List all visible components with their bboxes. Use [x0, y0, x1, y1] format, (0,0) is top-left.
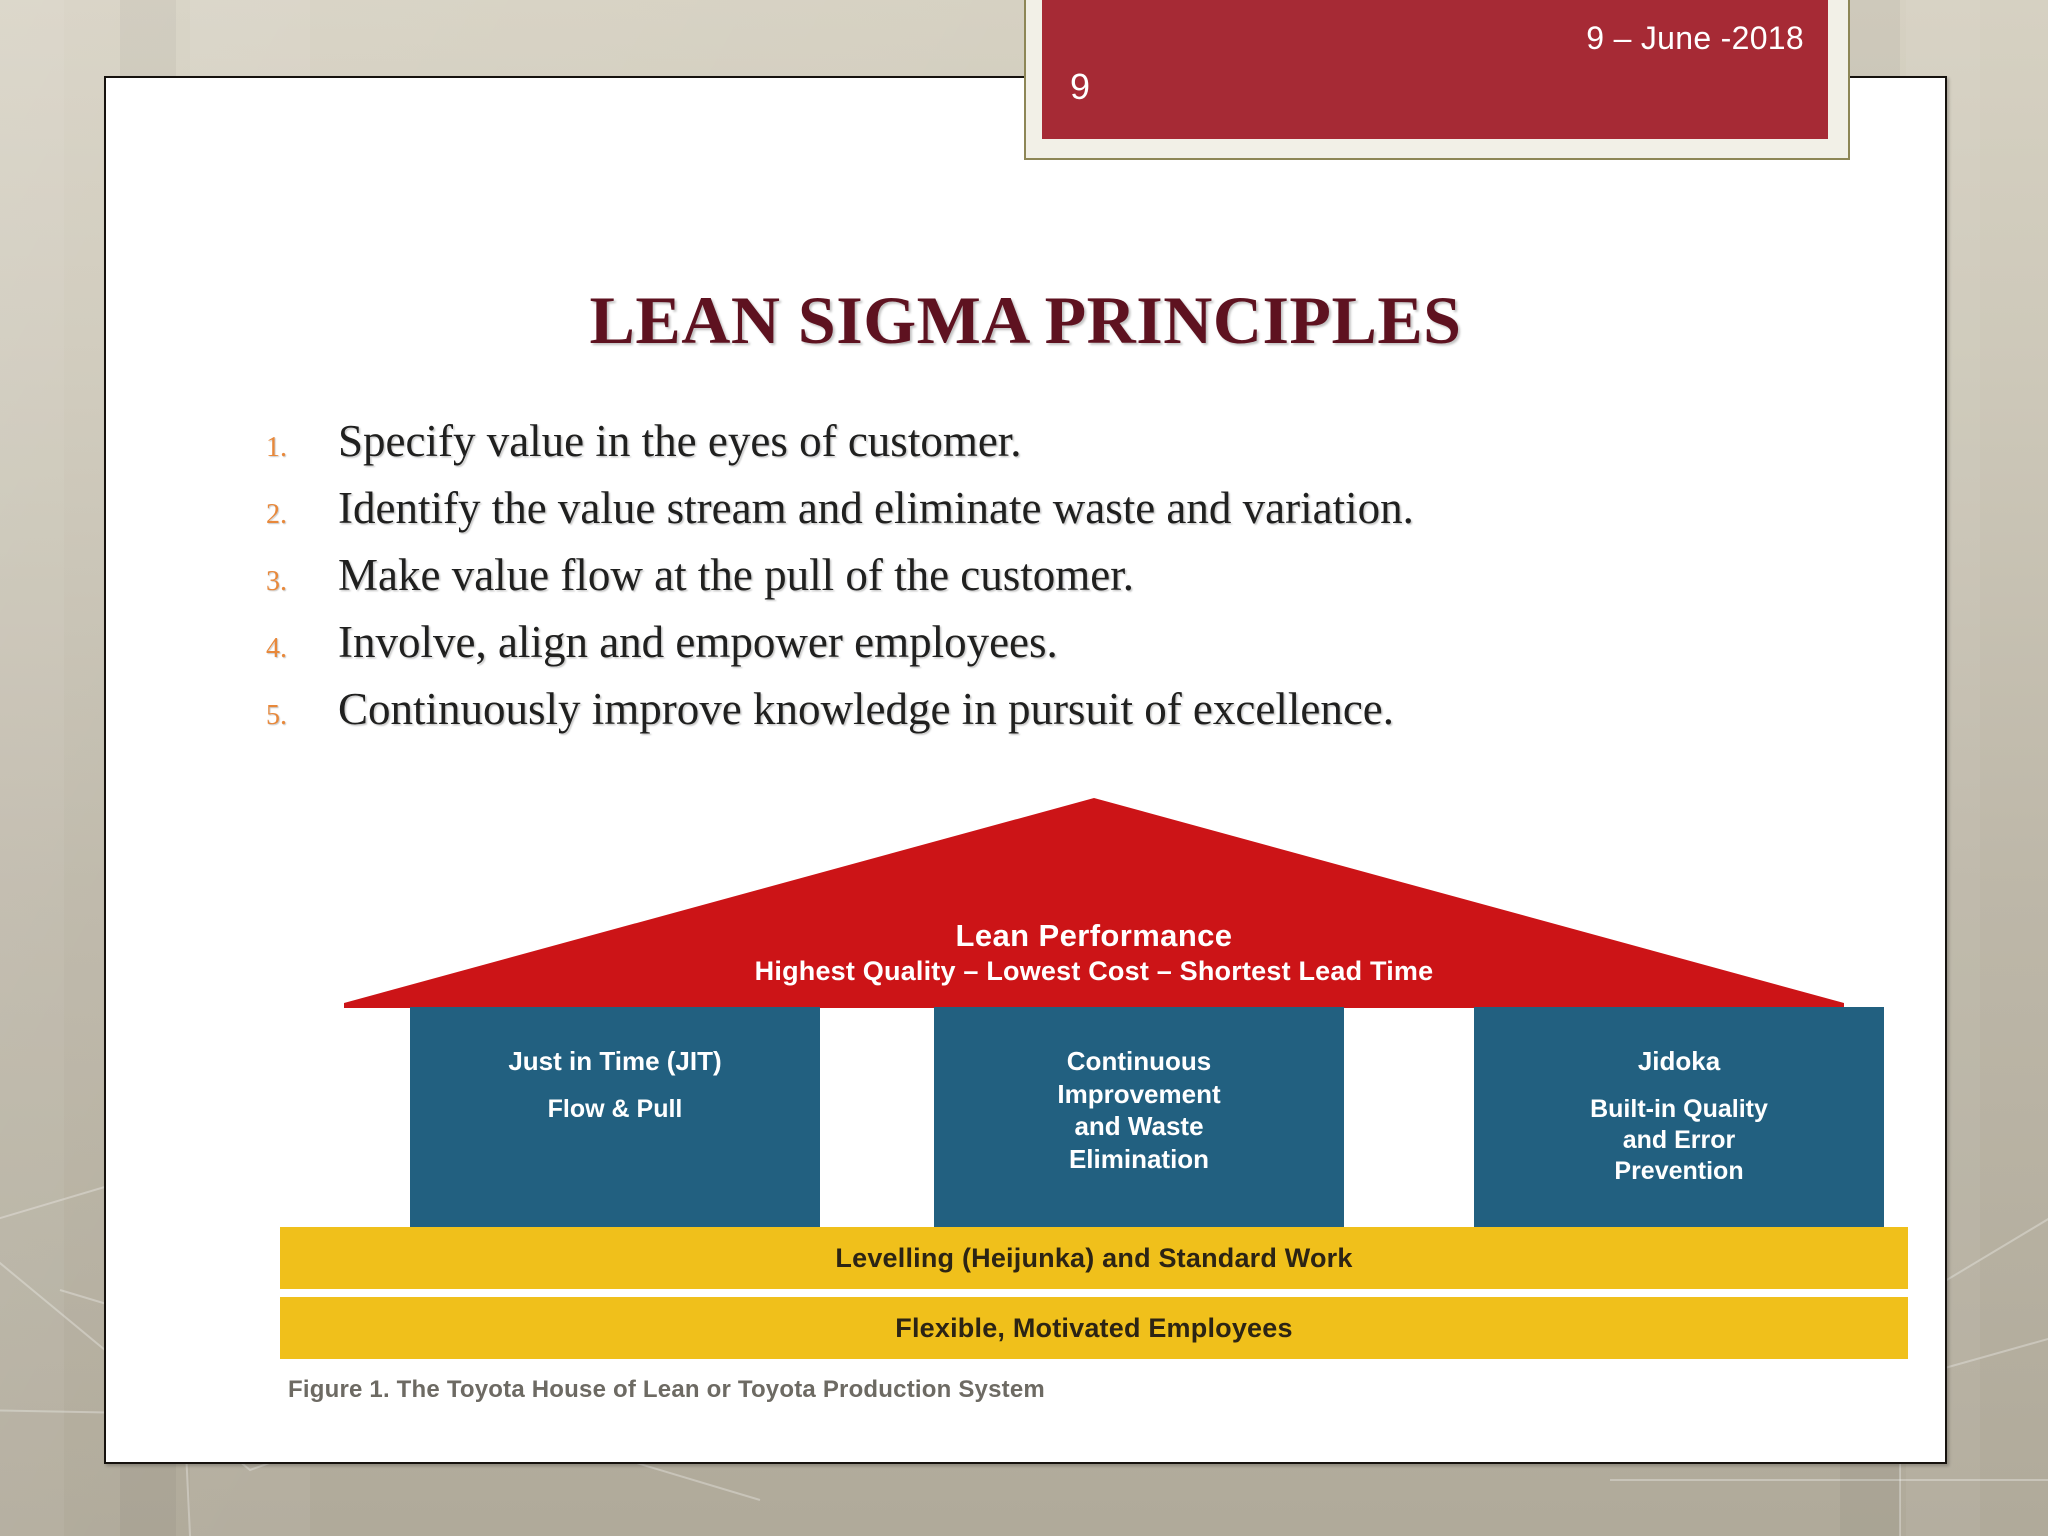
pillar-heading-line: Improvement	[1057, 1078, 1221, 1109]
presentation-date: 9 – June -2018	[1586, 20, 1804, 56]
list-item-label: Continuously improve knowledge in pursui…	[338, 684, 1395, 734]
slide-title: LEAN SIGMA PRINCIPLES	[589, 282, 1462, 358]
list-item: 2. Identify the value stream and elimina…	[266, 482, 1766, 549]
list-item: 1. Specify value in the eyes of customer…	[266, 415, 1766, 482]
pillar-heading: Continuous Improvement and Waste Elimina…	[934, 1045, 1344, 1175]
list-item-number: 4.	[266, 633, 287, 664]
pillar-subtext: Flow & Pull	[547, 1094, 683, 1123]
slide-canvas: LEAN SIGMA PRINCIPLES 1. Specify value i…	[104, 76, 1947, 1464]
pillar-just-in-time: Just in Time (JIT) Flow & Pull	[410, 1007, 820, 1227]
list-item-label: Make value flow at the pull of the custo…	[338, 550, 1135, 600]
list-item-number: 1.	[266, 432, 287, 463]
pillar-heading: Just in Time (JIT)	[508, 1046, 722, 1076]
principles-list: 1. Specify value in the eyes of customer…	[266, 415, 1766, 750]
foundation-levelling: Levelling (Heijunka) and Standard Work	[280, 1227, 1908, 1289]
toyota-house-figure: Lean Performance Highest Quality – Lowes…	[234, 798, 1954, 1458]
list-item: 3. Make value flow at the pull of the cu…	[266, 549, 1766, 616]
slide-number: 9	[1070, 66, 1091, 107]
pillar-heading: Jidoka	[1637, 1046, 1721, 1076]
foundation-employees: Flexible, Motivated Employees	[280, 1297, 1908, 1359]
list-item-number: 3.	[266, 566, 287, 597]
pillar-heading-line: Elimination	[1068, 1143, 1210, 1174]
list-item-label: Involve, align and empower employees.	[338, 617, 1058, 667]
pillar-subtext-line: Prevention	[1614, 1157, 1744, 1185]
list-item-label: Specify value in the eyes of customer.	[338, 416, 1022, 466]
list-item: 4. Involve, align and empower employees.	[266, 616, 1766, 683]
list-item: 5. Continuously improve knowledge in pur…	[266, 683, 1766, 750]
header-banner: 9 9 – June -2018	[1042, 0, 1828, 139]
pillar-heading-line: Continuous	[1066, 1046, 1212, 1076]
list-item-number: 2.	[266, 499, 287, 530]
list-item-number: 5.	[266, 700, 287, 731]
pillar-subtext-line: Built-in Quality	[1590, 1094, 1768, 1123]
pillar-continuous-improvement: Continuous Improvement and Waste Elimina…	[934, 1007, 1344, 1227]
pillar-jidoka: Jidoka Built-in Quality and Error Preven…	[1474, 1007, 1884, 1227]
figure-caption: Figure 1. The Toyota House of Lean or To…	[288, 1376, 1045, 1403]
pillar-heading-line: and Waste	[1074, 1111, 1204, 1141]
pillar-subtext-line: and Error	[1622, 1125, 1736, 1154]
roof-triangle-shape	[344, 798, 1844, 1008]
list-item-label: Identify the value stream and eliminate …	[338, 483, 1414, 533]
pillar-subtext: Built-in Quality and Error Prevention	[1474, 1094, 1884, 1188]
